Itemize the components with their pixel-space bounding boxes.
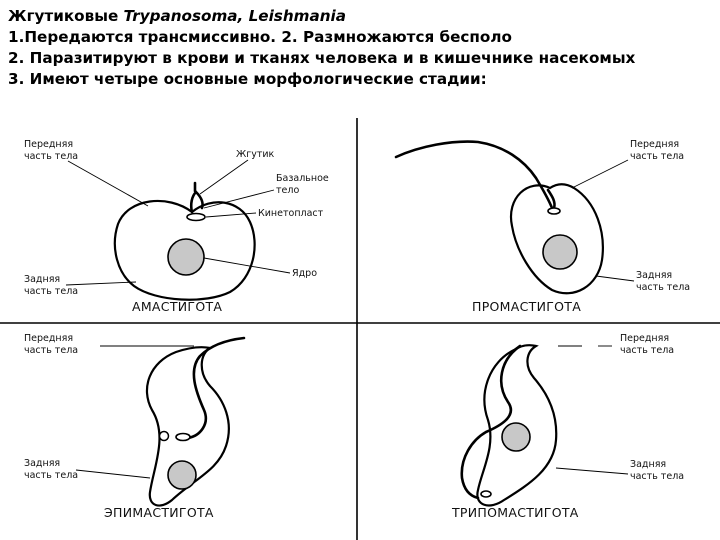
amastigote-panel: Передняя часть тела Жгутик Базальное тел… (24, 139, 329, 314)
epimastigote-title: ЭПИМАСТИГОТА (104, 505, 214, 520)
trypomastigote-leader-rear (556, 468, 628, 474)
amastigote-leader-front (68, 161, 148, 206)
promastigote-panel: Передняя часть тела Задняя часть тела ПР… (396, 139, 690, 314)
amastigote-nucleus (168, 239, 204, 275)
promastigote-label-front-2: часть тела (630, 151, 684, 162)
epimastigote-kinetoplast (176, 434, 190, 441)
trypomastigote-panel: Передняя часть тела Задняя часть тела ТР… (451, 333, 684, 520)
epimastigote-leader-rear (76, 470, 150, 478)
epimastigote-label-rear-1: Задняя (24, 458, 60, 469)
epimastigote-label-front-1: Передняя (24, 333, 73, 344)
amastigote-title: АМАСТИГОТА (132, 299, 222, 314)
amastigote-kinetoplast (187, 214, 205, 221)
epimastigote-basal-body (160, 432, 169, 441)
promastigote-leader-front (572, 160, 628, 188)
trypomastigote-label-rear-1: Задняя (630, 459, 666, 470)
trypomastigote-nucleus (502, 423, 530, 451)
amastigote-label-front-2: часть тела (24, 151, 78, 162)
epimastigote-nucleus (168, 461, 196, 489)
amastigote-label-basal-2: тело (276, 185, 299, 196)
promastigote-kinetoplast (548, 208, 560, 214)
amastigote-label-rear-1: Задняя (24, 274, 60, 285)
promastigote-label-front-1: Передняя (630, 139, 679, 150)
trypomastigote-label-front-2: часть тела (620, 345, 674, 356)
trypomastigote-label-front-1: Передняя (620, 333, 669, 344)
amastigote-leader-flagellum (200, 160, 248, 194)
amastigote-leader-basal (204, 190, 274, 208)
epimastigote-panel: Передняя часть тела Задняя часть тела ЭП… (24, 333, 244, 520)
amastigote-label-rear-2: часть тела (24, 286, 78, 297)
trypomastigote-kinetoplast (481, 491, 491, 497)
epimastigote-label-front-2: часть тела (24, 345, 78, 356)
amastigote-label-nucleus: Ядро (292, 268, 317, 279)
amastigote-leader-rear (66, 282, 136, 285)
promastigote-leader-rear (596, 276, 634, 281)
epimastigote-label-rear-2: часть тела (24, 470, 78, 481)
promastigote-label-rear-2: часть тела (636, 282, 690, 293)
trypomastigote-title: ТРИПОМАСТИГОТА (451, 505, 579, 520)
trypomastigote-label-rear-2: часть тела (630, 471, 684, 482)
promastigote-nucleus (543, 235, 577, 269)
promastigote-title: ПРОМАСТИГОТА (472, 299, 581, 314)
amastigote-label-front-1: Передняя (24, 139, 73, 150)
promastigote-label-rear-1: Задняя (636, 270, 672, 281)
amastigote-label-basal-1: Базальное (276, 173, 329, 184)
amastigote-label-kinetoplast: Кинетопласт (258, 208, 324, 219)
amastigote-label-flagellum: Жгутик (236, 149, 275, 160)
